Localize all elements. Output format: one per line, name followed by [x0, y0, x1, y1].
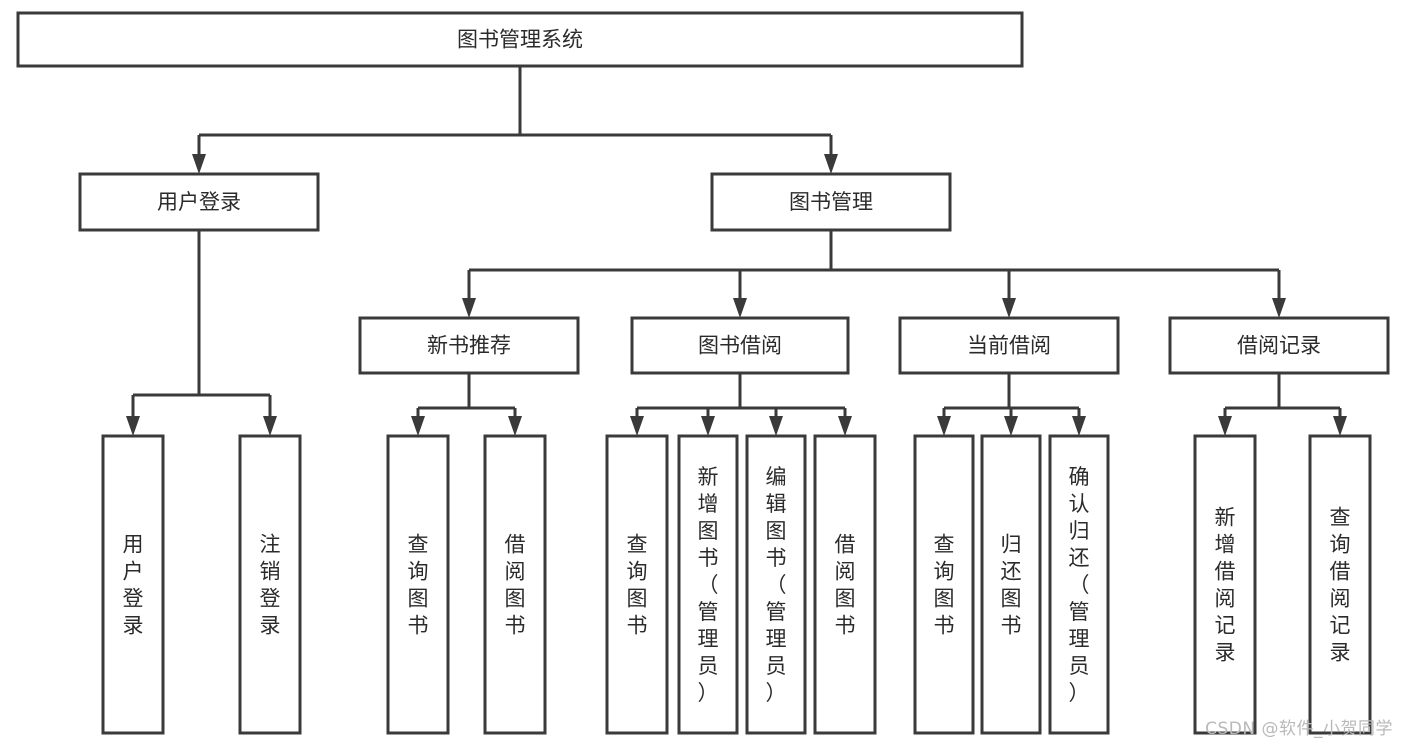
node-box	[745, 434, 807, 735]
node-box	[238, 434, 302, 735]
node-box	[101, 434, 165, 735]
node-leaf-confirm-return[interactable]: 确认归还（管理员）	[1048, 434, 1110, 735]
node-book-manage[interactable]: 图书管理	[710, 172, 952, 232]
node-box	[358, 316, 580, 375]
node-box	[710, 172, 952, 232]
node-label: 确认归还（管理员）	[1069, 465, 1090, 705]
arrow-head-icon	[769, 416, 783, 436]
node-leaf-borrow-book-1[interactable]: 借阅图书	[483, 434, 547, 735]
arrow-head-icon	[701, 416, 715, 436]
arrow-head-icon	[1002, 298, 1016, 318]
arrow-head-icon	[1218, 416, 1232, 436]
node-box	[16, 11, 1024, 68]
node-box	[1308, 434, 1372, 735]
node-leaf-borrow-book-2[interactable]: 借阅图书	[813, 434, 877, 735]
node-box	[386, 434, 450, 735]
node-label: 注销登录	[260, 533, 281, 638]
node-leaf-query-record[interactable]: 查询借阅记录	[1308, 434, 1372, 735]
arrow-head-icon	[1072, 416, 1086, 436]
arrow-head-icon	[733, 298, 747, 318]
arrow-head-icon	[630, 416, 644, 436]
connector-layer	[126, 66, 1347, 436]
arrow-head-icon	[411, 416, 425, 436]
arrow-head-icon	[1333, 416, 1347, 436]
node-label: 新增借阅记录	[1215, 506, 1236, 665]
node-box	[483, 434, 547, 735]
arrow-head-icon	[263, 416, 277, 436]
arrow-head-icon	[192, 154, 206, 174]
node-box	[78, 172, 320, 232]
node-label: 新书推荐	[427, 334, 511, 358]
node-box	[813, 434, 877, 735]
node-label: 用户登录	[157, 190, 241, 214]
node-borrow-record[interactable]: 借阅记录	[1168, 316, 1390, 375]
node-leaf-user-login[interactable]: 用户登录	[101, 434, 165, 735]
node-label: 图书管理系统	[457, 28, 583, 52]
node-label: 图书管理	[789, 190, 873, 214]
node-user-login[interactable]: 用户登录	[78, 172, 320, 232]
node-root[interactable]: 图书管理系统	[16, 11, 1024, 68]
node-box	[1048, 434, 1110, 735]
node-leaf-return-book[interactable]: 归还图书	[980, 434, 1042, 735]
node-leaf-add-book[interactable]: 新增图书（管理员）	[677, 434, 739, 735]
node-box	[898, 316, 1120, 375]
node-label: 查询借阅记录	[1330, 506, 1351, 665]
node-label: 用户登录	[123, 533, 144, 638]
node-leaf-query-book-2[interactable]: 查询图书	[605, 434, 669, 735]
arrow-head-icon	[937, 416, 951, 436]
node-label: 借阅图书	[505, 533, 526, 638]
node-box	[1193, 434, 1257, 735]
node-box	[605, 434, 669, 735]
arrow-head-icon	[462, 298, 476, 318]
node-box	[677, 434, 739, 735]
arrow-head-icon	[1272, 298, 1286, 318]
node-new-book-recommend[interactable]: 新书推荐	[358, 316, 580, 375]
node-label: 查询图书	[627, 533, 648, 638]
node-layer: 图书管理系统用户登录图书管理新书推荐图书借阅当前借阅借阅记录用户登录注销登录查询…	[16, 11, 1390, 735]
node-label: 新增图书（管理员）	[698, 465, 719, 705]
node-label: 编辑图书（管理员）	[766, 465, 787, 705]
node-label: 借阅图书	[835, 533, 856, 638]
node-box	[1168, 316, 1390, 375]
node-leaf-query-book-3[interactable]: 查询图书	[913, 434, 975, 735]
arrow-head-icon	[824, 154, 838, 174]
node-box	[980, 434, 1042, 735]
node-box	[913, 434, 975, 735]
arrow-head-icon	[1004, 416, 1018, 436]
node-label: 当前借阅	[967, 334, 1051, 358]
arrow-head-icon	[508, 416, 522, 436]
node-leaf-user-logout[interactable]: 注销登录	[238, 434, 302, 735]
arrow-head-icon	[838, 416, 852, 436]
node-leaf-add-record[interactable]: 新增借阅记录	[1193, 434, 1257, 735]
node-label: 查询图书	[408, 533, 429, 638]
node-book-borrow[interactable]: 图书借阅	[630, 316, 850, 375]
node-leaf-query-book-1[interactable]: 查询图书	[386, 434, 450, 735]
arrow-head-icon	[126, 416, 140, 436]
node-label: 图书借阅	[698, 334, 782, 358]
node-label: 借阅记录	[1237, 334, 1321, 358]
node-label: 查询图书	[934, 533, 955, 638]
node-box	[630, 316, 850, 375]
node-leaf-edit-book[interactable]: 编辑图书（管理员）	[745, 434, 807, 735]
node-label: 归还图书	[1001, 533, 1022, 638]
node-current-borrow[interactable]: 当前借阅	[898, 316, 1120, 375]
